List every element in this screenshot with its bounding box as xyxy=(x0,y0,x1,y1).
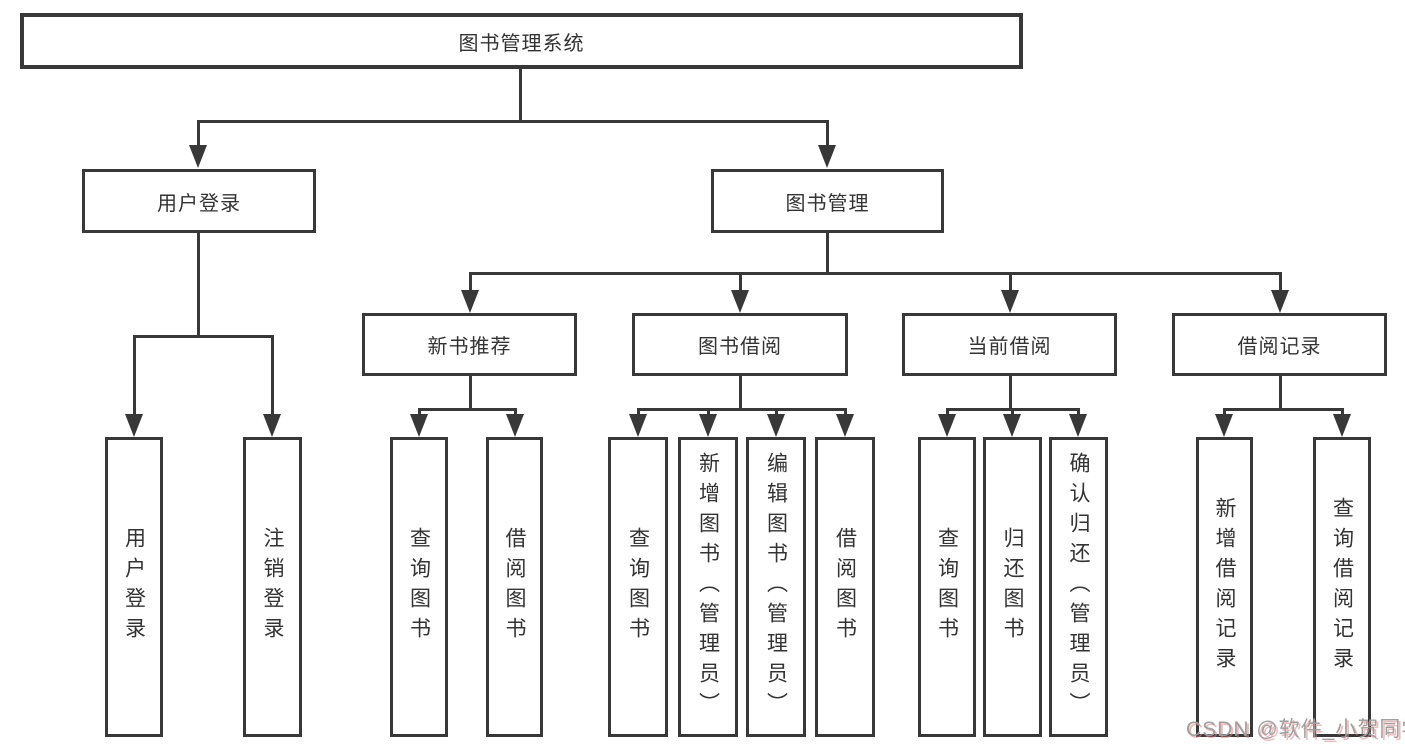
node-label: 用户登录 xyxy=(122,527,146,647)
connector-line xyxy=(197,120,829,123)
arrow-down-icon xyxy=(506,414,524,437)
connector-line xyxy=(1279,272,1282,295)
node-new-book-recommend: 新书推荐 xyxy=(362,313,577,376)
arrow-down-icon xyxy=(699,414,717,437)
node-current-borrow: 当前借阅 xyxy=(902,313,1117,376)
connector-line xyxy=(418,408,517,411)
arrow-down-icon xyxy=(767,414,785,437)
connector-line xyxy=(826,231,829,275)
connector-line xyxy=(739,374,742,411)
arrow-down-icon xyxy=(1271,290,1289,313)
node-leaf-user-login: 用户登录 xyxy=(105,437,163,737)
connector-line xyxy=(133,335,136,418)
arrow-down-icon xyxy=(461,290,479,313)
arrow-down-icon xyxy=(1215,414,1233,437)
node-leaf-return-books: 归还图书 xyxy=(983,437,1042,737)
node-label: 图书管理系统 xyxy=(458,32,585,55)
node-leaf-borrow-books-1: 借阅图书 xyxy=(486,437,543,737)
arrow-down-icon xyxy=(731,290,749,313)
connector-line xyxy=(1009,374,1012,411)
connector-line xyxy=(1009,272,1012,295)
arrow-down-icon xyxy=(938,414,956,437)
node-leaf-add-borrow-record: 新增借阅记录 xyxy=(1196,437,1253,737)
node-book-borrow: 图书借阅 xyxy=(632,313,848,376)
connector-line xyxy=(469,272,472,295)
node-label: 归还图书 xyxy=(1001,527,1024,647)
node-user-login: 用户登录 xyxy=(82,169,316,233)
node-library-management-system: 图书管理系统 xyxy=(20,13,1023,69)
node-leaf-confirm-return-admin: 确认归还（管理员） xyxy=(1049,437,1108,737)
node-label: 注销登录 xyxy=(261,527,284,647)
connector-line xyxy=(519,67,522,123)
node-leaf-query-borrow-record: 查询借阅记录 xyxy=(1313,437,1371,737)
node-label: 查询借阅记录 xyxy=(1330,497,1354,677)
connector-line xyxy=(1223,408,1344,411)
connector-line xyxy=(1279,374,1282,411)
arrow-down-icon xyxy=(1069,414,1087,437)
node-label: 用户登录 xyxy=(157,192,241,215)
connector-line xyxy=(637,408,847,411)
connector-line xyxy=(739,272,742,295)
node-label: 确认归还（管理员） xyxy=(1067,452,1090,722)
arrow-down-icon xyxy=(818,145,836,168)
node-label: 查询图书 xyxy=(935,527,959,647)
arrow-down-icon xyxy=(410,414,428,437)
arrow-down-icon xyxy=(836,414,854,437)
connector-line xyxy=(133,335,274,338)
node-leaf-query-books-3: 查询图书 xyxy=(918,437,976,737)
connector-line xyxy=(826,120,829,150)
node-label: 图书管理 xyxy=(785,192,870,215)
node-leaf-logout: 注销登录 xyxy=(243,437,302,737)
connector-line xyxy=(469,374,472,411)
node-label: 新增图书（管理员） xyxy=(696,452,720,722)
node-label: 编辑图书（管理员） xyxy=(764,452,788,722)
node-label: 查询图书 xyxy=(626,527,650,647)
arrow-down-icon xyxy=(1333,414,1351,437)
node-leaf-edit-books-admin: 编辑图书（管理员） xyxy=(746,437,806,737)
node-label: 借阅记录 xyxy=(1237,336,1322,358)
arrow-down-icon xyxy=(629,414,647,437)
arrow-down-icon xyxy=(263,414,281,437)
arrow-down-icon xyxy=(125,414,143,437)
connector-line xyxy=(469,272,1282,275)
arrow-down-icon xyxy=(1001,290,1019,313)
arrow-down-icon xyxy=(1003,414,1021,437)
arrow-down-icon xyxy=(189,145,207,168)
csdn-watermark: CSDN @软件_小贺同学 xyxy=(1186,718,1405,741)
node-leaf-borrow-books-2: 借阅图书 xyxy=(815,437,875,737)
connector-line xyxy=(271,335,274,418)
connector-line xyxy=(197,120,200,150)
node-label: 查询图书 xyxy=(407,527,431,647)
node-label: 图书借阅 xyxy=(698,336,782,358)
node-leaf-add-books-admin: 新增图书（管理员） xyxy=(678,437,738,737)
node-label: 新书推荐 xyxy=(427,336,512,358)
node-label: 借阅图书 xyxy=(833,527,857,647)
node-leaf-query-books-2: 查询图书 xyxy=(608,437,668,737)
node-label: 新增借阅记录 xyxy=(1213,497,1236,677)
node-leaf-query-books-1: 查询图书 xyxy=(390,437,448,737)
connector-line xyxy=(197,231,200,338)
node-label: 当前借阅 xyxy=(967,336,1052,358)
node-label: 借阅图书 xyxy=(503,527,526,647)
node-borrow-records: 借阅记录 xyxy=(1172,313,1387,376)
node-book-management: 图书管理 xyxy=(711,169,944,233)
